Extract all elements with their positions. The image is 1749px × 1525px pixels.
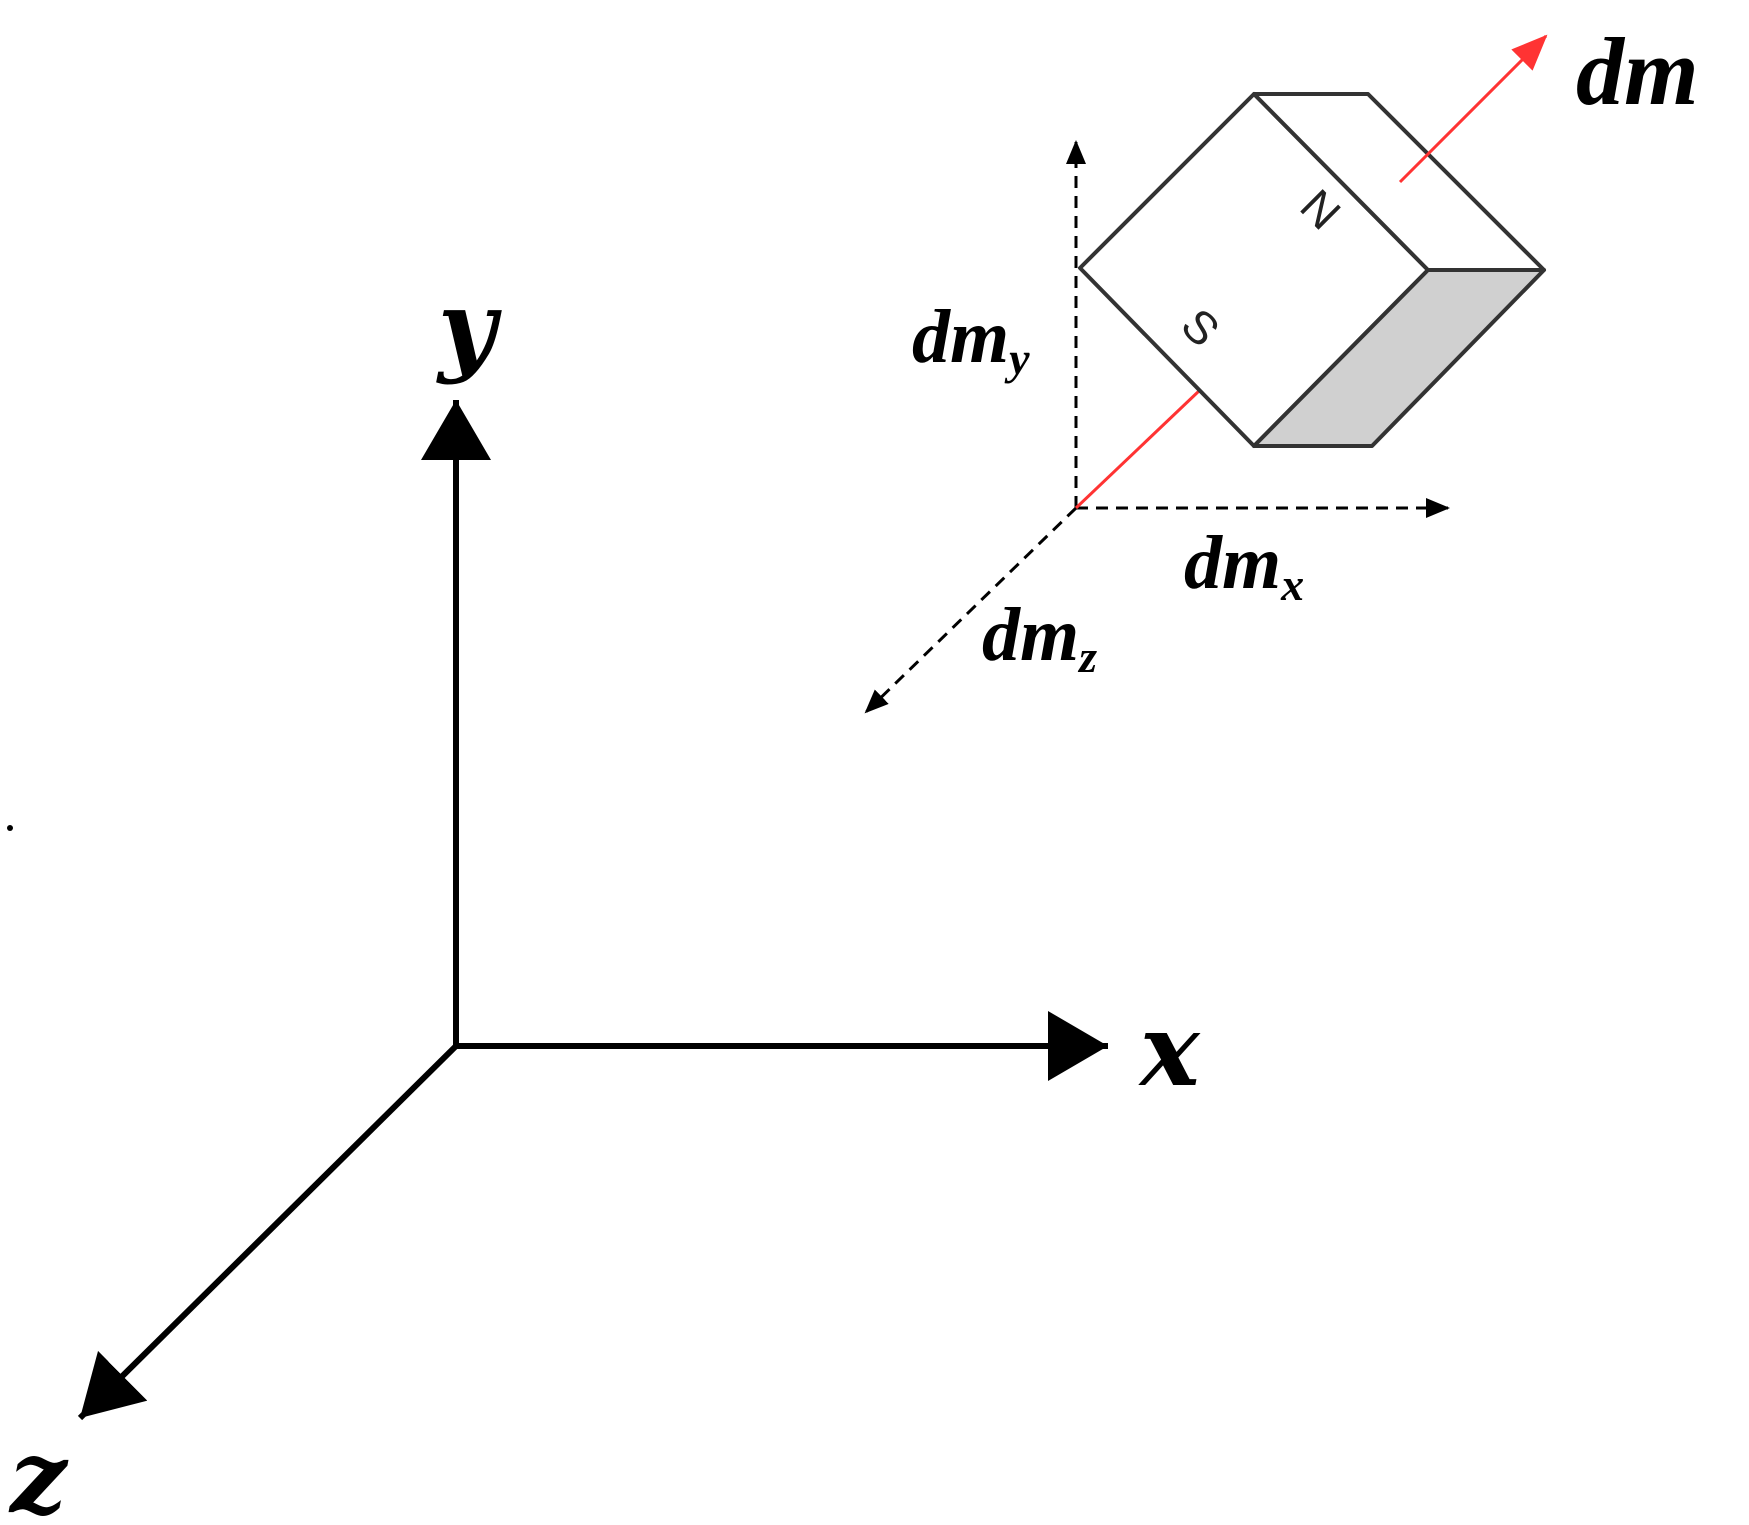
dm-x-label: dmx: [1184, 521, 1304, 610]
moment-vector-upper: [1398, 34, 1548, 184]
dm-z-component-line: [864, 506, 1078, 714]
moment-components: dmy dmx dmz: [864, 140, 1450, 714]
z-axis: [77, 1043, 459, 1421]
moment-vector-lower: [1074, 388, 1202, 510]
x-axis-label: x: [1138, 991, 1201, 1109]
y-axis-label: y: [436, 268, 502, 386]
bar-magnet: N S: [1078, 92, 1546, 448]
dm-y-label: dmy: [912, 295, 1030, 384]
z-axis-label: z: [8, 1418, 69, 1525]
magnet-side-face: [1252, 268, 1546, 448]
stray-dot: [7, 825, 13, 831]
dm-z-label: dmz: [982, 593, 1097, 682]
coordinate-axes: y x z: [8, 268, 1201, 1525]
dm-label: dm: [1576, 18, 1699, 125]
